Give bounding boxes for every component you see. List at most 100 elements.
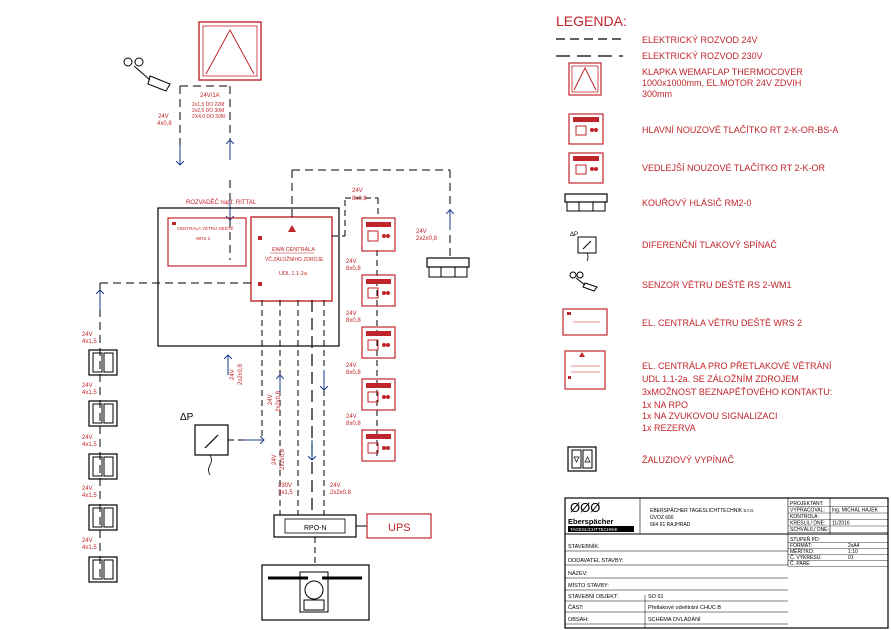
title-field-value: Přetlakové odvětrání CHUC B bbox=[648, 605, 721, 611]
legend-item-flap-3: 300mm bbox=[642, 89, 672, 99]
company-logo-mark: ØØØ bbox=[570, 500, 600, 515]
wind-sensor bbox=[123, 57, 171, 92]
company-addr2: 664 61 RAJHRAD bbox=[650, 522, 691, 528]
legend-item-main-button: HLAVNÍ NOUZOVÉ TLAČÍTKO RT 2-K-OR-BS-A bbox=[642, 125, 838, 135]
company-addr1: ÚVOZ 666 bbox=[650, 514, 674, 521]
label-2x2x08-vert-2: 2x2x0,8 bbox=[276, 390, 282, 412]
legend-item-flap-1: KLAPKA WEMAFLAP THERMOCOVER bbox=[642, 67, 803, 77]
title-block: ØØØ Eberspächer TAGESLICHTTECHNIK EBERSP… bbox=[564, 497, 889, 629]
label-2x2x08-vert-1: 2x2x0,8 bbox=[238, 363, 244, 385]
title-row-label: SCHVÁLIL/ DNE: bbox=[790, 526, 829, 533]
delta-p-label: ΔP bbox=[180, 412, 194, 423]
company-logo-sub: TAGESLICHTTECHNIK bbox=[570, 527, 618, 532]
emergency-button-chain: 24V 8x0,8 24V 8x0,8 24V 8x0,8 24V 8x0,8 bbox=[346, 217, 396, 462]
fan-unit bbox=[261, 564, 370, 621]
legend-pressure-switch-icon: ΔP bbox=[570, 232, 597, 262]
legend-item-central-2: UDL 1.1-2a. SE ZÁLOŽNÍM ZDROJEM bbox=[642, 374, 799, 384]
legend-main-button-icon bbox=[568, 113, 604, 145]
central-sub: VČ.ZÁLOŽNÍHO ZDROJE bbox=[265, 255, 324, 263]
blind-switch bbox=[88, 453, 118, 480]
label-24v-s2: 24V bbox=[82, 383, 93, 389]
label-2x2x08-smoke: 2x2x0,8 bbox=[416, 236, 438, 242]
title-meta-value: 1:10 bbox=[848, 549, 858, 555]
label-24v-b2: 24V bbox=[346, 311, 357, 317]
legend-secondary-button-icon bbox=[568, 152, 604, 184]
legend-item-central-1: EL. CENTRÁLA PRO PŘETLAKOVÉ VĚTRÁNÍ bbox=[642, 361, 832, 371]
label-4x08-top: 4x0,8 bbox=[157, 121, 172, 127]
legend-item-24v: ELEKTRICKÝ ROZVOD 24V bbox=[642, 35, 758, 45]
label-8x08-right: 8x0,8 bbox=[352, 196, 367, 202]
central-model: UDL 1.1-2a bbox=[279, 271, 308, 277]
label-24v-1a: 24V/1A bbox=[200, 93, 220, 99]
title-meta-label: STUPEŇ PD: bbox=[790, 536, 820, 543]
blind-switch bbox=[88, 504, 118, 531]
ups-label: UPS bbox=[388, 522, 411, 534]
title-meta-value: 01 bbox=[848, 555, 854, 561]
central-title: EWA CENTRÁLA bbox=[272, 246, 315, 253]
title-meta-value: 2xA4 bbox=[848, 543, 860, 549]
title-meta-label: Č. PARÉ bbox=[790, 560, 810, 567]
emergency-button-main bbox=[361, 217, 396, 252]
label-4x15-s1: 4x1,5 bbox=[82, 339, 97, 345]
ups-unit: UPS bbox=[366, 513, 432, 539]
label-4x15-s4: 4x1,5 bbox=[82, 493, 97, 499]
legend-item-central-6: 1x REZERVA bbox=[642, 423, 696, 433]
title-meta-label: FORMÁT: bbox=[790, 542, 812, 549]
blind-switch-chain: 24V 4x1,5 24V 4x1,5 24V 4x1,5 24V 4x1,5 … bbox=[82, 332, 118, 583]
legend-item-blind-switch: ŽALUZIOVÝ VYPÍNAČ bbox=[642, 455, 735, 465]
label-24v-b4: 24V bbox=[346, 414, 357, 420]
blind-switch bbox=[88, 556, 118, 583]
title-field-label: ČÁST: bbox=[568, 604, 584, 611]
flap-top bbox=[198, 21, 262, 81]
title-field-label: MÍSTO STAVBY: bbox=[568, 582, 609, 589]
legend-item-wind-sensor: SENZOR VĚTRU DEŠTĚ RS 2-WM1 bbox=[642, 280, 792, 290]
label-24v-smoke: 24V bbox=[416, 229, 427, 235]
schematic: 24V/1A 2x1,5 DO 22M 2x2,5 DO 30M 2X4,0 D… bbox=[82, 21, 470, 621]
wrs-model: WRS 2 bbox=[196, 236, 211, 241]
label-8x08-b4: 8x0,8 bbox=[346, 421, 361, 427]
title-field-label: NÁZEV: bbox=[568, 570, 588, 577]
rpo-unit: RPO-N bbox=[273, 514, 357, 538]
label-24v-s1: 24V bbox=[82, 332, 93, 338]
title-row-label: KONTROLA: bbox=[790, 514, 819, 520]
legend-central-icon bbox=[564, 350, 606, 390]
svg-text:ΔP: ΔP bbox=[570, 232, 578, 238]
legend-item-230v: ELEKTRICKÝ ROZVOD 230V bbox=[642, 51, 763, 61]
label-4x15-s2: 4x1,5 bbox=[82, 390, 97, 396]
label-flap-3: 2X4,0 DO 50M bbox=[192, 114, 225, 120]
label-24v-vert-2: 24V bbox=[268, 394, 274, 405]
blind-switch bbox=[88, 349, 118, 376]
pressure-switch: ΔP bbox=[180, 412, 229, 476]
label-4x15-s3: 4x1,5 bbox=[82, 442, 97, 448]
rpo-label: RPO-N bbox=[304, 525, 327, 532]
title-field-label: DODAVATEL STAVBY: bbox=[568, 558, 624, 564]
legend-item-central-4: 1x NA RPO bbox=[642, 400, 688, 410]
label-8x08-b3: 8x0,8 bbox=[346, 370, 361, 376]
legend-title: LEGENDA: bbox=[556, 13, 627, 29]
legend-wind-sensor-icon bbox=[569, 271, 598, 292]
title-block-rows: PROJEKTANT:VYPRACOVAL:Ing. MICHAL HÁJEKK… bbox=[788, 501, 888, 567]
title-row-value: 11/2016 bbox=[832, 521, 850, 527]
label-3x15: 3x1,5 bbox=[278, 490, 293, 496]
title-block-fields: STAVEBNÍK:DODAVATEL STAVBY:NÁZEV:MÍSTO S… bbox=[565, 543, 788, 628]
title-field-label: STAVEBNÍ OBJEKT: bbox=[568, 593, 619, 600]
blind-switch bbox=[88, 400, 118, 427]
title-row-label: KRESLIL/ DNE: bbox=[790, 521, 825, 527]
title-field-value: SO 01 bbox=[648, 594, 664, 600]
label-24v-rpo: 24V bbox=[330, 483, 341, 489]
label-24v-b1: 24V bbox=[346, 259, 357, 265]
wrs-text: CENTRÁLA VĚTRU DEŠTĚ bbox=[177, 224, 234, 231]
company-name: EBERSPÄCHER TAGESLICHTTECHNIK s.r.o. bbox=[650, 507, 754, 514]
label-flap-2: 2x2,5 DO 30M bbox=[192, 108, 224, 114]
label-24v-vert-1: 24V bbox=[230, 369, 236, 380]
emergency-button bbox=[361, 429, 396, 462]
emergency-button bbox=[361, 274, 396, 307]
label-24v-s4: 24V bbox=[82, 486, 93, 492]
label-24v-right: 24V bbox=[352, 188, 363, 194]
legend-wrs-icon bbox=[562, 308, 608, 336]
legend-smoke-detector-icon bbox=[564, 193, 608, 212]
legend-blind-switch-icon bbox=[567, 446, 597, 472]
label-8x08-b1: 8x0,8 bbox=[346, 266, 361, 272]
title-meta-label: Č. VÝKRESU: bbox=[790, 554, 822, 561]
title-row-label: VYPRACOVAL: bbox=[790, 508, 825, 514]
